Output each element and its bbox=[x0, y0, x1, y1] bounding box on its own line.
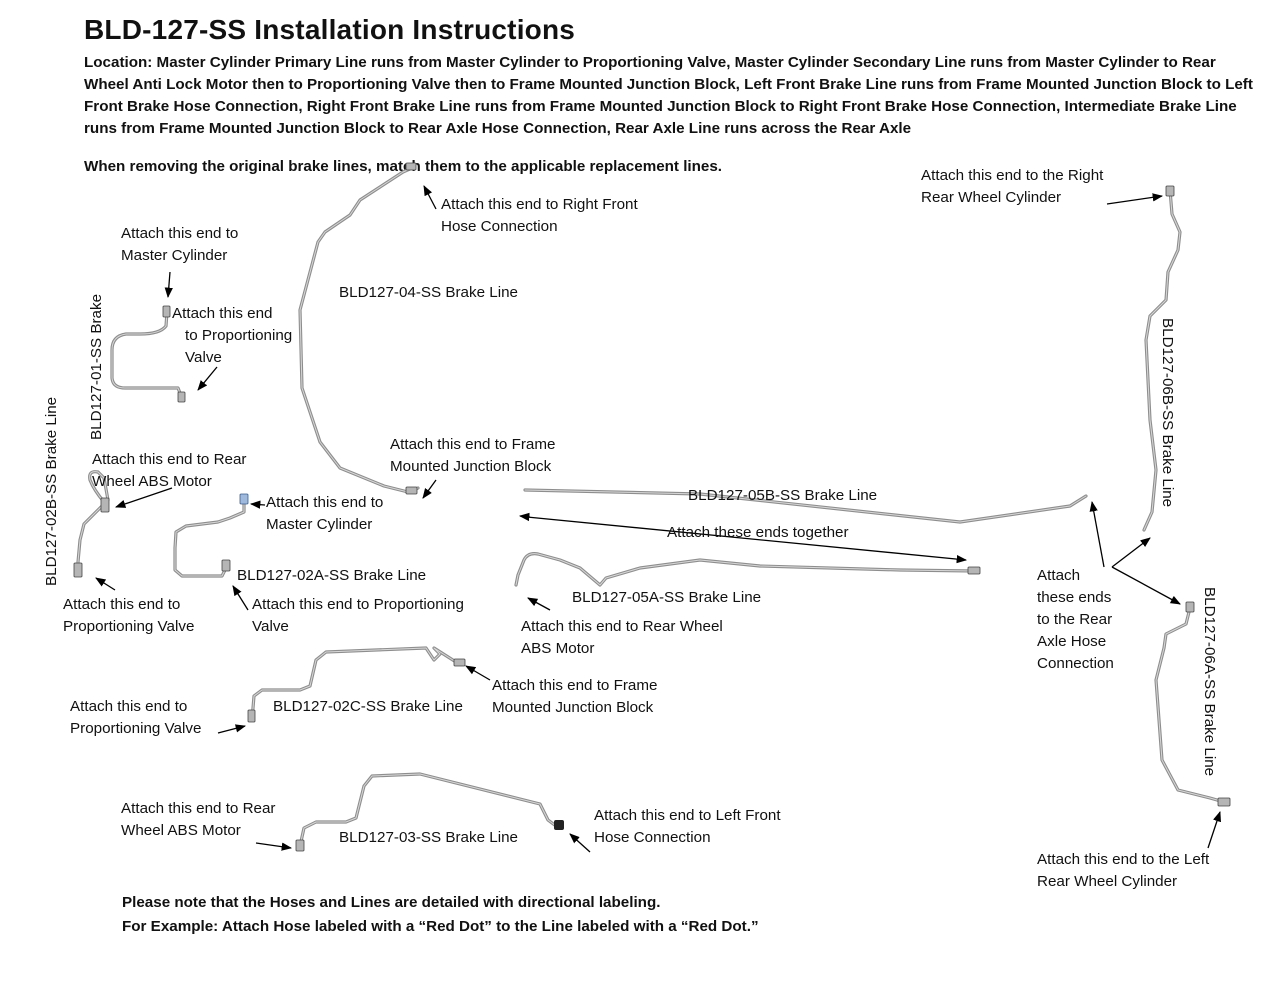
label-line: to the Rear bbox=[1037, 611, 1113, 628]
label-line: Attach this end to Frame bbox=[390, 436, 556, 453]
label-line: Master Cylinder bbox=[266, 516, 373, 533]
brake-line-02a bbox=[173, 493, 249, 578]
line-name-02b: BLD127-02B-SS Brake Line bbox=[43, 396, 60, 586]
brake-line-03 bbox=[295, 772, 564, 852]
label-line: Attach this end to Proportioning bbox=[252, 596, 464, 613]
removal-instruction: When removing the original brake lines, … bbox=[84, 158, 723, 175]
label-line: Master Cylinder bbox=[121, 247, 228, 264]
line-name-05a: BLD127-05A-SS Brake Line bbox=[572, 589, 762, 606]
label-line: Valve bbox=[185, 349, 222, 366]
label-line: Proportioning Valve bbox=[63, 618, 195, 635]
brake-line-05a bbox=[514, 552, 981, 587]
line-name-03: BLD127-03-SS Brake Line bbox=[339, 829, 518, 846]
label-line: Hose Connection bbox=[441, 218, 558, 235]
brake-line-04 bbox=[298, 162, 420, 495]
line-name-06a: BLD127-06A-SS Brake Line bbox=[1201, 587, 1218, 777]
label-line: Attach this end to Right Front bbox=[441, 196, 638, 213]
label-line: ABS Motor bbox=[521, 640, 595, 657]
label-line: to Proportioning bbox=[185, 327, 293, 344]
label-line: Rear Wheel Cylinder bbox=[1037, 873, 1178, 890]
label-line: Attach bbox=[1037, 567, 1081, 584]
label-line: Attach this end to bbox=[266, 494, 384, 511]
label-line: these ends bbox=[1037, 589, 1112, 606]
line-name-04: BLD127-04-SS Brake Line bbox=[339, 284, 518, 301]
label-line: Attach this end bbox=[172, 305, 273, 322]
brake-line-02b bbox=[73, 470, 110, 578]
label-line: Valve bbox=[252, 618, 289, 635]
label-line: Attach this end to Rear bbox=[92, 451, 247, 468]
label-rear-abs-05a: Attach this end to Rear Wheel ABS Motor bbox=[521, 616, 723, 660]
brake-line-06b bbox=[1142, 185, 1182, 532]
line-name-05b: BLD127-05B-SS Brake Line bbox=[688, 487, 878, 504]
footer-note-line1: Please note that the Hoses and Lines are… bbox=[122, 894, 661, 911]
line-name-01: BLD127-01-SS Brake bbox=[88, 293, 105, 440]
line-name-06b: BLD127-06B-SS Brake Line bbox=[1159, 318, 1176, 508]
label-line: Rear Wheel Cylinder bbox=[921, 189, 1062, 206]
label-master-cylinder-01: Attach this end to Master Cylinder bbox=[121, 223, 238, 267]
label-frame-junction-04: Attach this end to Frame Mounted Junctio… bbox=[390, 434, 555, 478]
brake-line-02c bbox=[247, 646, 466, 723]
label-line: Attach this end to bbox=[63, 596, 181, 613]
label-line: Attach this end to Left Front bbox=[594, 807, 781, 824]
label-line: Attach this end to Frame bbox=[492, 677, 658, 694]
label-master-cylinder-02a: Attach this end to Master Cylinder bbox=[266, 492, 383, 536]
brake-line-05b bbox=[523, 488, 1088, 524]
label-line: Hose Connection bbox=[594, 829, 711, 846]
label-line: Attach this end to bbox=[121, 225, 239, 242]
label-line: Attach this end to bbox=[70, 698, 188, 715]
label-rear-abs-02b: Attach this end to Rear Wheel ABS Motor bbox=[92, 449, 247, 493]
label-rear-axle-hose: Attach these ends to the Rear Axle Hose … bbox=[1037, 565, 1114, 675]
label-left-front-hose: Attach this end to Left Front Hose Conne… bbox=[594, 805, 781, 849]
brake-line-01 bbox=[110, 305, 186, 403]
label-proportioning-valve-01: Attach this end to Proportioning Valve bbox=[172, 303, 292, 369]
label-line: Proportioning Valve bbox=[70, 720, 202, 737]
footer-note-line2: For Example: Attach Hose labeled with a … bbox=[122, 918, 759, 935]
label-line: Attach this end to Rear bbox=[121, 800, 276, 817]
page-title: BLD-127-SS Installation Instructions bbox=[84, 14, 576, 45]
label-attach-ends-together: Attach these ends together bbox=[667, 524, 849, 541]
label-line: Attach this end to the Left bbox=[1037, 851, 1210, 868]
label-rear-abs-03: Attach this end to Rear Wheel ABS Motor bbox=[121, 798, 276, 842]
brake-line-06a bbox=[1154, 601, 1231, 807]
label-right-front-hose: Attach this end to Right Front Hose Conn… bbox=[441, 194, 638, 238]
label-line: Wheel ABS Motor bbox=[92, 473, 212, 490]
callout-arrows bbox=[95, 185, 1221, 853]
label-line: Attach this end to the Right bbox=[921, 167, 1104, 184]
label-proportioning-valve-02a: Attach this end to Proportioning Valve bbox=[252, 594, 464, 638]
label-line: Connection bbox=[1037, 655, 1114, 672]
label-frame-junction-02c: Attach this end to Frame Mounted Junctio… bbox=[492, 675, 657, 719]
location-description: Location: Master Cylinder Primary Line r… bbox=[84, 54, 1253, 137]
label-line: Axle Hose bbox=[1037, 633, 1107, 650]
label-line: Mounted Junction Block bbox=[492, 699, 654, 716]
label-proportioning-valve-02c: Attach this end to Proportioning Valve bbox=[70, 696, 201, 740]
label-left-rear-cylinder: Attach this end to the Left Rear Wheel C… bbox=[1037, 849, 1209, 893]
label-right-rear-cylinder: Attach this end to the Right Rear Wheel … bbox=[921, 165, 1103, 209]
label-line: Mounted Junction Block bbox=[390, 458, 552, 475]
label-line: Attach this end to Rear Wheel bbox=[521, 618, 723, 635]
label-proportioning-valve-02b: Attach this end to Proportioning Valve bbox=[63, 594, 194, 638]
line-name-02c: BLD127-02C-SS Brake Line bbox=[273, 698, 463, 715]
label-line: Wheel ABS Motor bbox=[121, 822, 241, 839]
line-name-02a: BLD127-02A-SS Brake Line bbox=[237, 567, 427, 584]
